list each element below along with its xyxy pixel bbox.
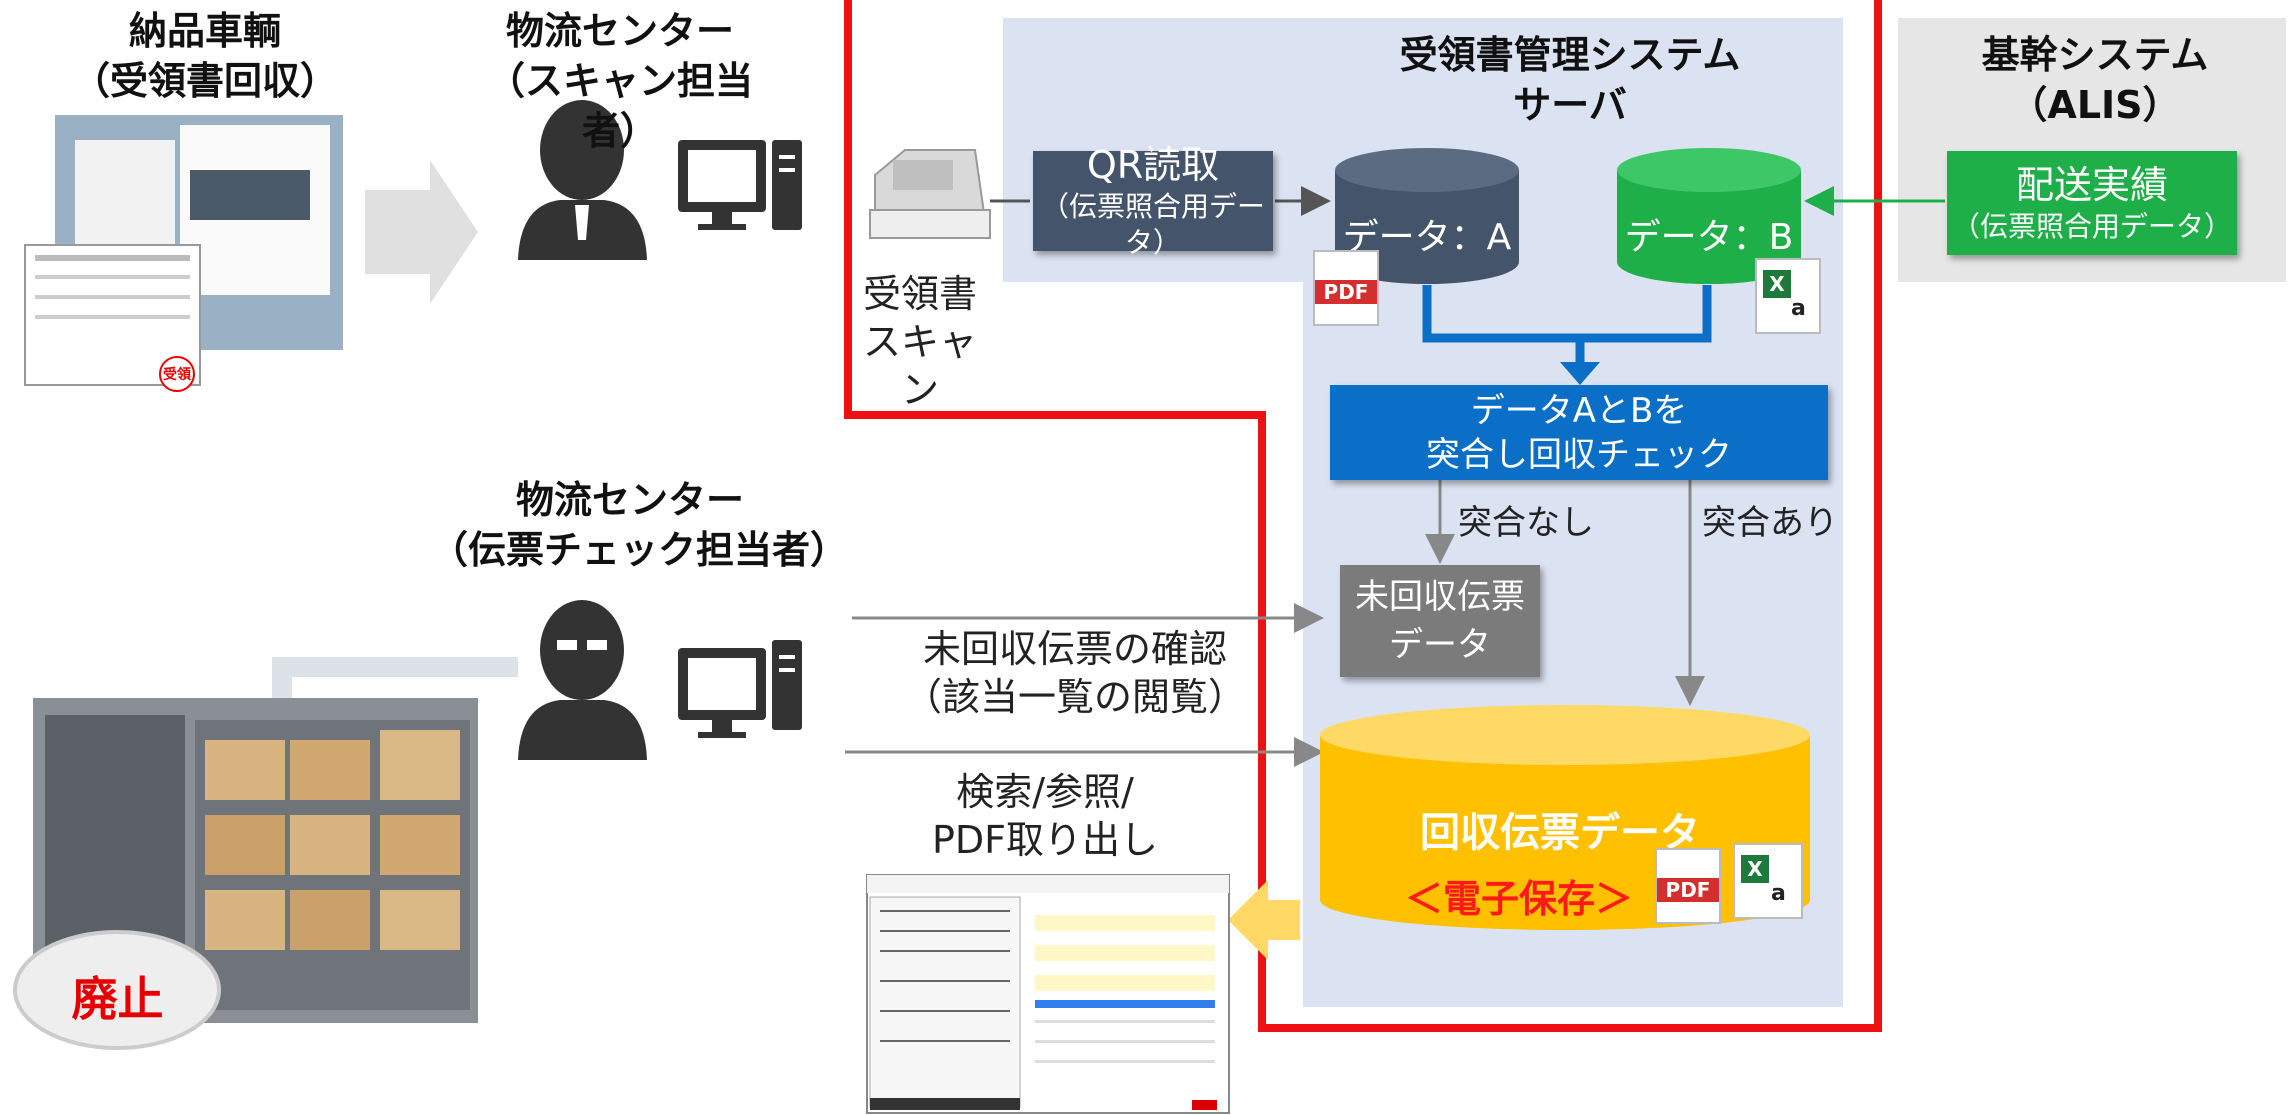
scan-staff-title-line1: 物流センター	[505, 9, 734, 53]
confirm-caption-line2: （該当一覧の閲覧）	[903, 675, 1246, 719]
uncollected-box: 未回収伝票 データ	[1340, 565, 1540, 677]
match-check-box: データAとBを 突合し回収チェック	[1330, 385, 1828, 480]
confirm-caption-line1: 未回収伝票の確認	[922, 627, 1227, 671]
uncollected-line2: データ	[1389, 625, 1491, 665]
check-staff-title-line2: （伝票チェック担当者）	[430, 528, 849, 572]
match-check-line2: 突合し回収チェック	[1426, 434, 1732, 475]
excel-icon-b-a: a	[1791, 296, 1806, 321]
unmatched-label: 突合なし	[1458, 503, 1594, 543]
flow-arrow-1	[365, 160, 478, 304]
receipt-stamp: 受領	[163, 367, 191, 383]
pdf-icon-collected: PDF	[1655, 848, 1721, 924]
excel-icon-collected-x: X	[1741, 855, 1769, 883]
search-caption: 検索/参照/ PDF取り出し	[905, 768, 1185, 864]
excel-icon-b: X a	[1755, 258, 1821, 334]
vehicle-title: 納品車輌 （受領書回収）	[60, 6, 350, 106]
qr-read-sublabel: （伝票照合用データ）	[1040, 190, 1265, 259]
scan-person-icon	[518, 100, 647, 260]
delivery-record-box: 配送実績 （伝票照合用データ）	[1947, 151, 2237, 255]
scanner-icon	[869, 149, 991, 239]
delivery-record-sublabel: （伝票照合用データ）	[1951, 210, 2232, 243]
core-system-title-line2: （ALIS）	[2009, 83, 2181, 127]
excel-icon-collected: X a	[1733, 843, 1803, 919]
data-b-label: データ：B	[1624, 217, 1794, 258]
uncollected-line1: 未回収伝票	[1355, 577, 1525, 617]
check-person-icon	[518, 600, 647, 760]
confirm-caption: 未回収伝票の確認 （該当一覧の閲覧）	[895, 625, 1255, 721]
delivery-record-label: 配送実績	[2015, 163, 2168, 207]
core-system-title-line1: 基幹システム	[1981, 33, 2209, 77]
pdf-icon-a: PDF	[1313, 250, 1379, 326]
scan-monitor-icon	[678, 140, 802, 230]
check-monitor-icon	[678, 640, 802, 738]
truck-photo	[24, 115, 343, 392]
pdf-icon-collected-text: PDF	[1657, 878, 1719, 902]
match-check-line1: データAとBを	[1470, 390, 1688, 431]
scan-caption-line1: 受領書	[862, 272, 977, 316]
core-system-title: 基幹システム （ALIS）	[1930, 30, 2260, 130]
data-a-cylinder	[1335, 148, 1519, 284]
server-title: 受領書管理システム サーバ	[1360, 30, 1780, 130]
scan-staff-title: 物流センター （スキャン担当者）	[460, 6, 780, 156]
scan-staff-title-line2: （スキャン担当者）	[486, 59, 753, 153]
warehouse-photo	[13, 698, 478, 1050]
qr-read-box: QR読取 （伝票照合用データ）	[1033, 143, 1273, 259]
vehicle-title-line1: 納品車輌	[128, 9, 281, 53]
search-caption-line1: 検索/参照/	[956, 770, 1134, 814]
qr-read-label: QR読取	[1086, 143, 1220, 187]
scan-caption-line2: スキャン	[862, 320, 977, 412]
check-staff-title-line1: 物流センター	[515, 478, 744, 522]
matched-label: 突合あり	[1702, 503, 1838, 543]
app-screenshot	[866, 874, 1230, 1114]
abolish-label: 廃止	[71, 972, 164, 1026]
retrieve-arrow	[1228, 880, 1300, 960]
scan-caption: 受領書 スキャン	[850, 270, 990, 414]
system-boundary	[844, 0, 1882, 1032]
pdf-icon-a-text: PDF	[1315, 280, 1377, 304]
server-title-line1: 受領書管理システム	[1399, 33, 1741, 77]
data-b-cylinder	[1617, 148, 1801, 284]
search-caption-line2: PDF取り出し	[931, 818, 1159, 862]
excel-icon-collected-a: a	[1771, 881, 1786, 906]
vehicle-title-line2: （受領書回収）	[71, 59, 338, 103]
electronic-storage-label: ＜電子保存＞	[1405, 877, 1634, 921]
merge-connector	[1422, 285, 1712, 343]
server-title-line2: サーバ	[1513, 83, 1627, 127]
check-staff-title: 物流センター （伝票チェック担当者）	[430, 475, 849, 575]
excel-icon-b-x: X	[1763, 270, 1791, 298]
collected-data-label: 回収伝票データ	[1420, 810, 1700, 856]
